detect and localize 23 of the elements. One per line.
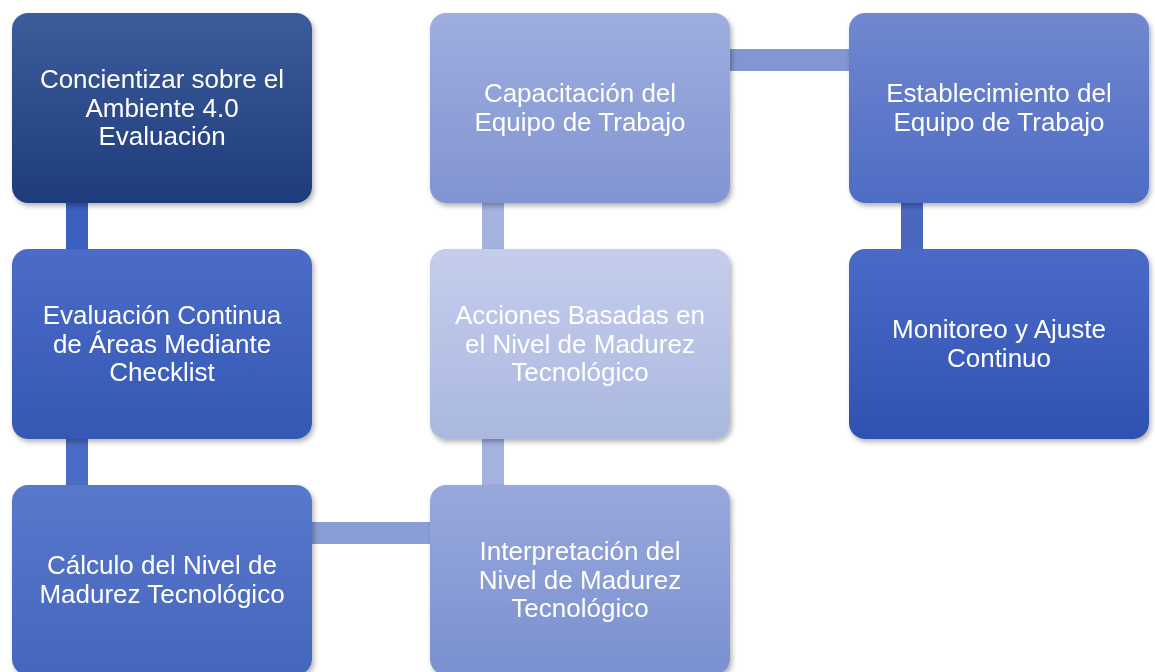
- connector-bar: [482, 203, 504, 249]
- process-box: [12, 249, 312, 439]
- step-label: Interpretación del Nivel de Madurez Tecnológico: [477, 537, 683, 623]
- process-box: [12, 485, 312, 672]
- process-box: [12, 13, 312, 203]
- step-label: Establecimiento del Equipo de Trabajo: [885, 79, 1113, 137]
- connector-bar: [66, 439, 88, 485]
- process-box: [849, 249, 1149, 439]
- process-box: [430, 13, 730, 203]
- step-label: Capacitación del Equipo de Trabajo: [473, 79, 687, 137]
- connector-bar: [482, 439, 504, 485]
- step-label: Cálculo del Nivel de Madurez Tecnológico: [38, 551, 286, 609]
- step-label: Concientizar sobre el Ambiente 4.0 Evaluación: [38, 65, 286, 151]
- step-label: Monitoreo y Ajuste Continuo: [891, 315, 1107, 373]
- process-box: [430, 485, 730, 672]
- step-label: Acciones Basadas en el Nivel de Madurez Tecnológico: [454, 301, 706, 387]
- connector-bar: [730, 49, 849, 71]
- connector-bar: [901, 203, 923, 249]
- step-label: Evaluación Continua de Áreas Mediante Checklist: [41, 301, 283, 387]
- process-box: [430, 249, 730, 439]
- process-box: [849, 13, 1149, 203]
- connector-bar: [66, 203, 88, 249]
- connector-bar: [312, 522, 430, 544]
